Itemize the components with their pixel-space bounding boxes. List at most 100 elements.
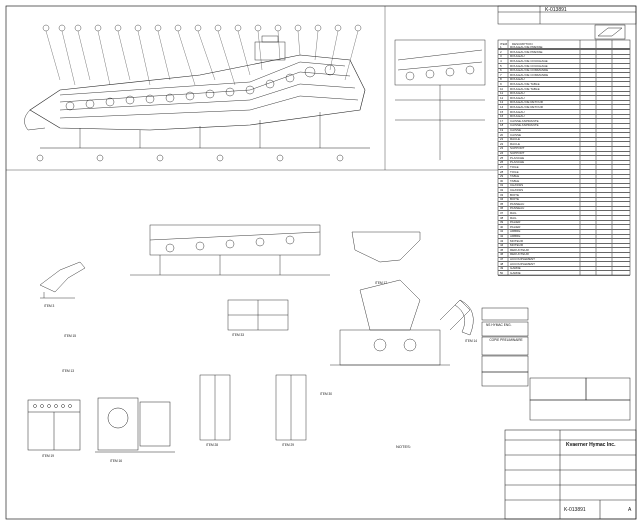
notes-heading: NOTES: [396,444,411,449]
table-cell-item: 49 [500,266,504,271]
table-cell-item: 25 [500,155,504,160]
table-row: 31 CHASSIS [498,183,630,189]
table-cell-item: 46 [500,252,504,257]
table-cell-item: 10 [500,86,504,91]
table-cell-description: MOTEUR [510,238,523,243]
table-cell-item: 36 [500,206,504,211]
table-cell-description: RAIL [510,215,517,220]
control-panel-view [27,399,81,451]
title-block-top [497,5,637,40]
company-name: Kvaerner Hymac Inc. [566,442,616,448]
table-row: 22 RACLE [498,141,630,147]
hymac-eng-stamp: NS HYMAC ENG. [486,323,512,327]
item-15-label: ITEM 15 [64,334,77,338]
table-cell-description: ROULEAU DE TABLE [510,81,540,86]
main-machine-elevation [24,24,370,162]
table-cell-item: 43 [500,238,504,243]
item-14-view [454,299,474,336]
item-19-label: ITEM 19 [42,454,55,458]
table-row: 12 ROULEAU [498,95,630,101]
table-cell-item: 11 [500,91,504,96]
table-cell-description: PLANCHE [510,155,525,160]
table-cell-description: PALIER [510,224,521,229]
table-cell-description: PANNEAU [510,201,525,206]
table-row: 25 PLANCHE [498,155,630,161]
table-cell-description: ROULEAU [510,77,525,82]
table-cell-item: 6 [500,68,502,73]
table-cell-item: 45 [500,247,504,252]
table-cell-item: 31 [500,183,504,188]
table-cell-description: RAIL [510,210,517,215]
table-cell-description: ROULEAU DE COUCHAGE [510,63,548,68]
item-14-label: ITEM 14 [465,339,478,343]
table-cell-description: ROULEAU DE PRESSE [510,49,543,54]
table-cell-description: ROULEAU DE RETOUR [510,105,543,109]
table-cell-description: ARBRE [510,234,521,239]
right-side-blocks [529,377,631,421]
table-cell-description: RACLE [510,141,521,146]
table-cell-item: 19 [500,128,504,133]
table-cell-item: 29 [500,174,504,179]
item-17-view [330,231,471,366]
table-cell-item: 7 [500,72,502,77]
table-cell-description: GARDE [510,266,521,271]
table-cell-description: CAISSE [510,132,522,137]
table-cell-item: 44 [500,243,504,248]
item-17-label: ITEM 17 [375,281,388,285]
table-cell-item: 47 [500,257,504,262]
item-30-label: ITEM 30 [320,392,333,396]
table-cell-item: 1 [500,45,502,50]
table-cell-description: ROULEAU [510,109,525,114]
table-cell-description: CAISSE ASPIRANTE [510,118,539,123]
table-cell-description: ROULEAU [510,91,525,96]
table-cell-item: 40 [500,224,504,229]
table-cell-description: ROULEAU [510,95,525,100]
table-cell-description: ROULEAU [510,54,525,59]
table-cell-item: 22 [500,141,504,146]
stamp-boxes [481,307,529,387]
middle-assembly-view [130,224,330,331]
table-cell-description: CHASSIS [510,183,524,188]
table-cell-item: 12 [500,95,504,100]
table-cell-item: 15 [500,109,504,114]
item-16-label: ITEM 16 [110,459,123,463]
table-cell-description: PANNEAU [510,206,525,211]
table-cell-item: 2 [500,49,502,54]
table-cell-item: 16 [500,114,504,119]
table-cell-item: 50 [500,270,504,275]
table-cell-description: BOITE [510,192,520,197]
table-cell-description: ARBRE [510,229,521,234]
table-cell-item: 26 [500,160,504,165]
table-cell-item: 37 [500,210,504,215]
table-cell-description: ROULEAU DE COUCHAGE [510,58,548,63]
preliminary-stamp: COPIE PRELIMINAIRE [489,338,523,342]
table-cell-description: TABLE [510,178,520,183]
table-cell-item: 3 [500,54,502,59]
parts-table-frame [497,39,631,276]
